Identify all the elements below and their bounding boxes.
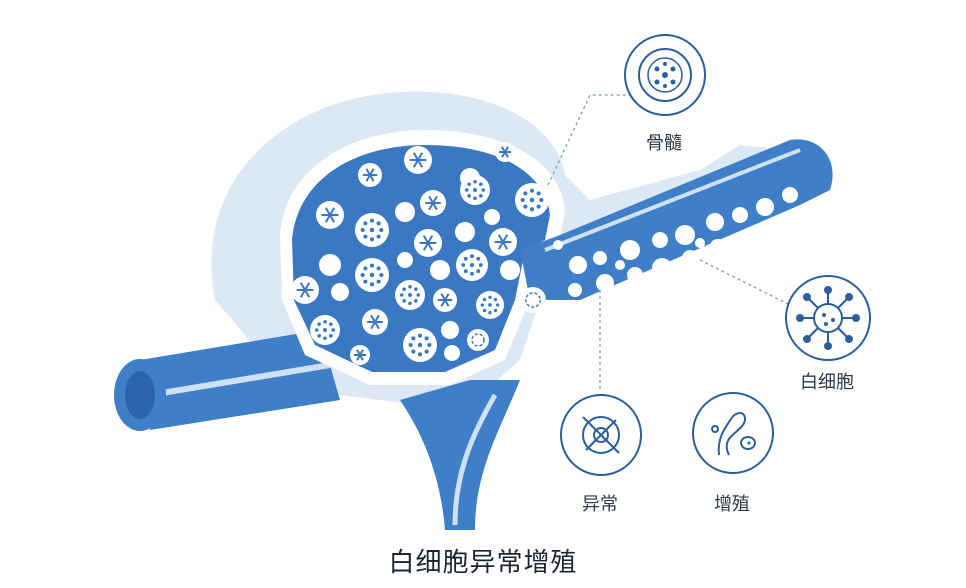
- bottom-vessel-inner-line: [452, 393, 498, 526]
- marrow-cell: [316, 201, 344, 229]
- marrow-cell: [444, 345, 460, 361]
- marrow-cell: [520, 287, 546, 313]
- marrow-cell: [395, 202, 415, 222]
- label-proliferation: 增殖: [714, 494, 750, 515]
- marrow-cell: [420, 190, 446, 216]
- vessel-cell: [782, 187, 798, 203]
- marrow-cell: [355, 213, 389, 247]
- marrow-cell: [456, 249, 488, 281]
- leader-line-white-blood-cell: [699, 259, 791, 306]
- marrow-cell: [460, 175, 490, 205]
- diagram-title: 白细胞异常增殖: [388, 548, 578, 578]
- marrow-cell: [433, 288, 457, 312]
- marrow-cells: [291, 142, 549, 365]
- marrow-cell: [500, 260, 520, 280]
- leader-line-bone-marrow: [547, 94, 640, 186]
- vessel-cell: [791, 209, 805, 223]
- vessel-cell: [568, 283, 582, 297]
- right-vessel-inner-line: [544, 148, 801, 252]
- vessel-cell: [569, 256, 587, 274]
- marrow-cell: [414, 229, 442, 257]
- white-blood-cell-virus-icon: [785, 275, 871, 361]
- vessel-cell: [593, 251, 607, 265]
- marrow-cell: [291, 276, 319, 304]
- bone-marrow-cell-icon: [624, 34, 706, 116]
- marrow-cell: [404, 146, 432, 174]
- marrow-cell: [355, 258, 389, 292]
- marrow-cell: [358, 163, 382, 187]
- vessel-cell: [627, 267, 643, 283]
- vessel-cell: [732, 207, 748, 223]
- vessel-cell: [706, 213, 724, 231]
- vessel-cell: [620, 240, 640, 260]
- marrow-cell: [350, 345, 370, 365]
- marrow-cell: [403, 328, 437, 362]
- marrow-cell: [397, 252, 413, 268]
- label-white-blood-cell: 白细胞: [800, 372, 854, 393]
- marrow-cell: [441, 321, 459, 339]
- marrow-cell: [515, 183, 549, 217]
- vessel-cell: [596, 274, 614, 292]
- vessel-cell: [682, 250, 698, 266]
- marrow-cell: [467, 329, 489, 351]
- vessel-cell: [756, 198, 774, 216]
- marrow-cell: [310, 315, 340, 345]
- vessel-cell: [553, 240, 563, 250]
- label-abnormal: 异常: [582, 494, 618, 515]
- bottom-vessel: [400, 380, 520, 530]
- vessel-cell: [652, 232, 668, 248]
- label-bone-marrow: 骨髓: [646, 133, 682, 154]
- marrow-cell: [495, 142, 515, 162]
- vessel-cell: [738, 231, 752, 245]
- abnormal-cell-crossed-icon: [560, 394, 642, 476]
- vessel-cell: [764, 220, 780, 236]
- marrow-cell: [430, 260, 450, 280]
- vessel-cells: [553, 187, 805, 297]
- marrow-cell: [476, 291, 504, 319]
- marrow-cell: [489, 228, 517, 256]
- left-vessel-inner-line: [149, 362, 331, 398]
- left-vessel-opening-inner: [125, 371, 155, 419]
- cell-division-icon: [692, 392, 774, 474]
- marrow-cell: [395, 280, 425, 310]
- marrow-cell: [484, 209, 500, 225]
- marrow-cell: [362, 309, 388, 335]
- marrow-cell: [455, 222, 475, 242]
- vessel-cell: [675, 225, 695, 245]
- marrow-cell: [331, 283, 349, 301]
- marrow-cell: [319, 254, 341, 276]
- vessel-cell: [695, 238, 705, 248]
- vessel-cell: [615, 260, 625, 270]
- vessel-cell: [652, 258, 672, 278]
- vessel-cell: [709, 239, 727, 257]
